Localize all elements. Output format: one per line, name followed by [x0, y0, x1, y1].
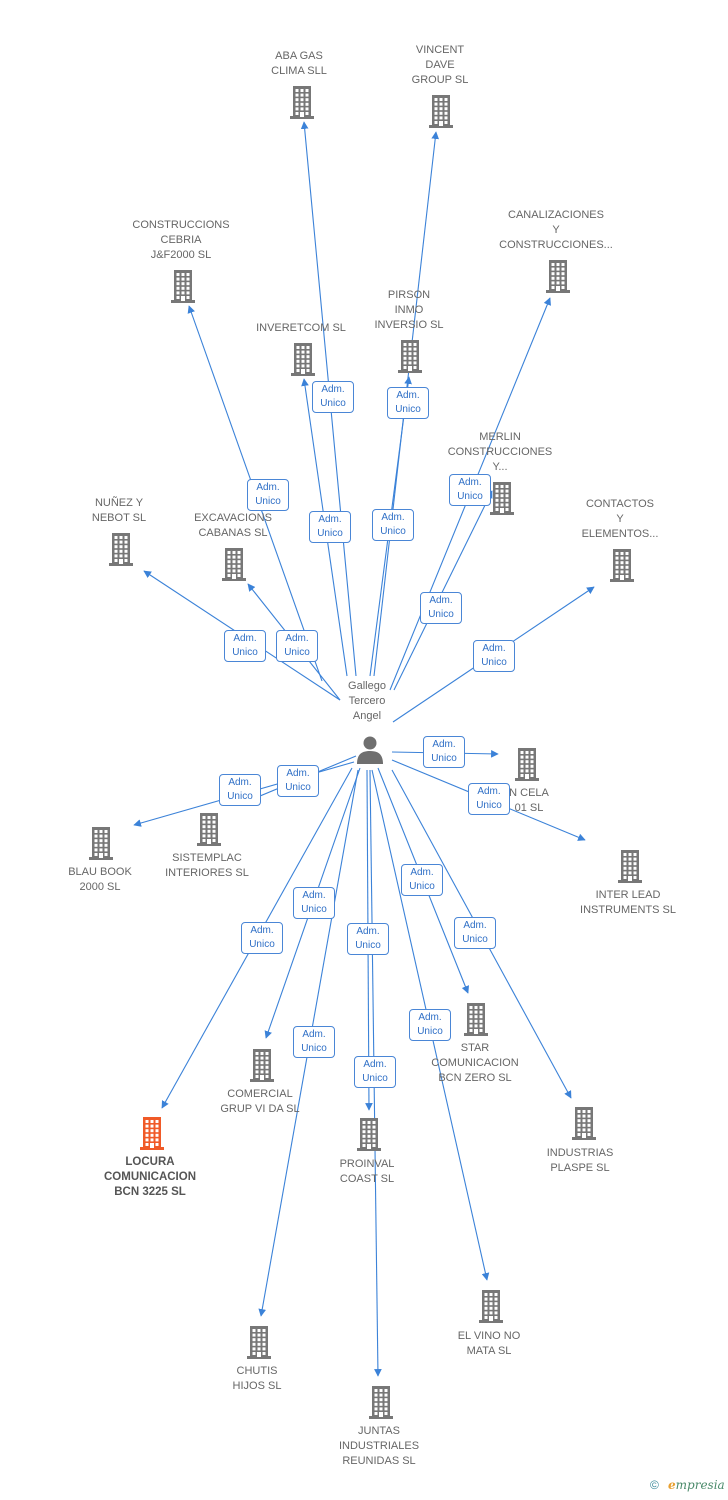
relation-role: Adm.	[321, 384, 345, 395]
edge-merlin	[393, 490, 493, 691]
relation-role: Adm.	[356, 926, 380, 937]
relation-badge-excavacions[interactable]: Adm. Unico	[276, 630, 318, 662]
relation-role: Adm.	[285, 633, 309, 644]
relation-type: Unico	[301, 1043, 327, 1054]
relation-role: Adm.	[463, 920, 487, 931]
relation-type: Unico	[362, 1073, 388, 1084]
brand-logo: empresia	[668, 1478, 725, 1492]
company-label: CANALIZACIONES Y CONSTRUCCIONES...	[499, 209, 613, 251]
relation-role: Adm.	[286, 768, 310, 779]
relation-badge-proinval[interactable]: Adm. Unico	[347, 923, 389, 955]
relation-badge-inter-lead[interactable]: Adm. Unico	[468, 783, 510, 815]
relation-badge-aba-gas[interactable]: Adm. Unico	[312, 381, 354, 413]
relation-badge-chutis[interactable]: Adm. Unico	[293, 1026, 335, 1058]
relation-type: Unico	[431, 753, 457, 764]
relation-type: Unico	[457, 491, 483, 502]
relation-role: Adm.	[396, 390, 420, 401]
company-label: PIRSON INMO INVERSIO SL	[374, 289, 444, 331]
relation-type: Unico	[320, 398, 346, 409]
relation-badge-canalizaciones[interactable]: Adm. Unico	[449, 474, 491, 506]
company-label: CONSTRUCCIONS CEBRIA J&F2000 SL	[132, 219, 230, 261]
brand-initial: e	[668, 1478, 676, 1492]
relation-type: Unico	[255, 496, 281, 507]
relation-type: Unico	[380, 526, 406, 537]
company-label: PROINVAL COAST SL	[339, 1158, 395, 1185]
company-label: LOCURA COMUNICACION BCN 3225 SL	[104, 1156, 196, 1198]
relation-role: Adm.	[458, 477, 482, 488]
company-label: JUNTAS INDUSTRIALES REUNIDAS SL	[338, 1425, 420, 1467]
company-label: ABA GAS CLIMA SLL	[271, 50, 327, 77]
relation-role: Adm.	[256, 482, 280, 493]
copyright-symbol: ©	[650, 1478, 659, 1492]
relation-type: Unico	[232, 647, 258, 658]
relation-badge-pirson[interactable]: Adm. Unico	[372, 509, 414, 541]
relation-type: Unico	[301, 904, 327, 915]
company-label: MERLIN CONSTRUCCIONES Y...	[447, 431, 553, 473]
relation-badge-industrias-plaspe[interactable]: Adm. Unico	[454, 917, 496, 949]
relation-type: Unico	[285, 782, 311, 793]
company-label: SISTEMPLAC INTERIORES SL	[165, 852, 249, 879]
relation-badge-blau-book[interactable]: Adm. Unico	[219, 774, 261, 806]
relation-type: Unico	[395, 404, 421, 415]
relation-role: Adm.	[432, 739, 456, 750]
relation-role: Adm.	[228, 777, 252, 788]
relation-type: Unico	[284, 647, 310, 658]
relation-type: Unico	[417, 1026, 443, 1037]
relation-badge-nunez-nebot[interactable]: Adm. Unico	[224, 630, 266, 662]
relation-type: Unico	[249, 939, 275, 950]
company-label: INTER LEAD INSTRUMENTS SL	[580, 889, 676, 916]
relation-badge-contactos[interactable]: Adm. Unico	[473, 640, 515, 672]
relation-badge-locura[interactable]: Adm. Unico	[241, 922, 283, 954]
relation-type: Unico	[227, 791, 253, 802]
relation-role: Adm.	[477, 786, 501, 797]
relation-type: Unico	[355, 940, 381, 951]
relation-type: Unico	[476, 800, 502, 811]
company-label: INVERETCOM SL	[256, 322, 346, 334]
relation-badge-inveretcom[interactable]: Adm. Unico	[309, 511, 351, 543]
relation-type: Unico	[409, 881, 435, 892]
company-label: CONTACTOS Y ELEMENTOS...	[581, 498, 659, 540]
company-label: STAR COMUNICACION BCN ZERO SL	[431, 1042, 519, 1084]
company-label: BLAU BOOK 2000 SL	[68, 866, 132, 893]
company-label: COMERCIAL GRUP VI DA SL	[220, 1088, 300, 1115]
relation-type: Unico	[462, 934, 488, 945]
company-label: NUÑEZ Y NEBOT SL	[91, 497, 147, 524]
relation-type: Unico	[428, 609, 454, 620]
relation-badge-el-vino[interactable]: Adm. Unico	[409, 1009, 451, 1041]
company-label: N CELA 01 SL	[509, 787, 549, 814]
relation-role: Adm.	[302, 890, 326, 901]
relation-badge-star-comunicacion[interactable]: Adm. Unico	[401, 864, 443, 896]
relation-role: Adm.	[318, 514, 342, 525]
company-label: EXCAVACIONS CABANAS SL	[194, 512, 272, 539]
footer-brand[interactable]: © empresia	[646, 1476, 726, 1498]
company-label: INDUSTRIAS PLASPE SL	[546, 1147, 614, 1174]
relation-type: Unico	[481, 657, 507, 668]
relation-badge-construccions-cebria[interactable]: Adm. Unico	[247, 479, 289, 511]
relation-type: Unico	[317, 528, 343, 539]
relation-role: Adm.	[233, 633, 257, 644]
relation-role: Adm.	[429, 595, 453, 606]
brand-name: mpresia	[675, 1478, 725, 1492]
relation-badge-sistemplac[interactable]: Adm. Unico	[277, 765, 319, 797]
company-label: VINCENT DAVE GROUP SL	[411, 44, 469, 86]
company-label: EL VINO NO MATA SL	[457, 1330, 521, 1357]
relation-badge-merlin[interactable]: Adm. Unico	[420, 592, 462, 624]
relation-badge-comercial-grup[interactable]: Adm. Unico	[293, 887, 335, 919]
relation-role: Adm.	[418, 1012, 442, 1023]
relation-role: Adm.	[302, 1029, 326, 1040]
relation-role: Adm.	[381, 512, 405, 523]
relation-role: Adm.	[250, 925, 274, 936]
relation-badge-cela[interactable]: Adm. Unico	[423, 736, 465, 768]
relation-role: Adm.	[482, 643, 506, 654]
relation-badge-vincent-dave[interactable]: Adm. Unico	[387, 387, 429, 419]
relation-role: Adm.	[410, 867, 434, 878]
relation-badge-juntas[interactable]: Adm. Unico	[354, 1056, 396, 1088]
relation-role: Adm.	[363, 1059, 387, 1070]
center-person-label: Gallego Tercero Angel	[348, 680, 386, 722]
company-label: CHUTIS HIJOS SL	[232, 1365, 282, 1392]
